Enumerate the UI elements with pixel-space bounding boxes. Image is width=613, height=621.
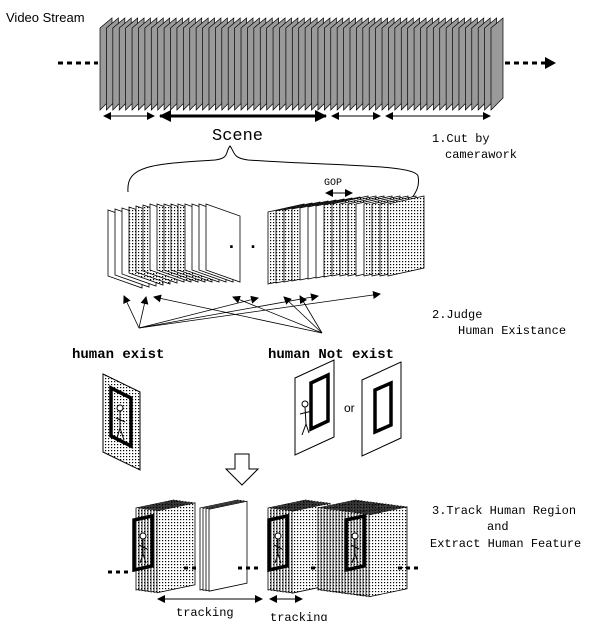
tracking-label-1: tracking bbox=[176, 606, 234, 620]
step1-line1: 1.Cut by bbox=[432, 132, 490, 146]
step3-line2: and bbox=[487, 520, 509, 534]
down-arrow bbox=[226, 454, 258, 485]
human-not-exist-label: human Not exist bbox=[268, 347, 394, 363]
or-label: or bbox=[344, 401, 355, 415]
tracking-frame bbox=[209, 501, 247, 591]
scene-brace bbox=[128, 146, 419, 198]
human-exist-label: human exist bbox=[72, 347, 164, 363]
video-stream bbox=[100, 18, 503, 110]
stream-frame bbox=[491, 18, 503, 110]
scene-label: Scene bbox=[212, 127, 263, 146]
human-not-exist-frame-a bbox=[295, 360, 334, 455]
tracking-frame bbox=[157, 503, 195, 593]
scene-frames-group-2 bbox=[268, 196, 424, 284]
human-not-exist-frame-b bbox=[362, 362, 401, 456]
human-exist-frame bbox=[103, 374, 140, 470]
judge-arrows bbox=[124, 294, 380, 333]
person-figure bbox=[275, 533, 281, 539]
scene-frame bbox=[388, 196, 424, 276]
tracking-frame bbox=[369, 507, 407, 597]
step3-line3: Extract Human Feature bbox=[430, 537, 581, 551]
step2-line2: Human Existance bbox=[458, 324, 566, 338]
person-figure bbox=[352, 533, 358, 539]
stream-label: Video Stream bbox=[6, 10, 85, 25]
person-figure bbox=[140, 533, 146, 539]
tracking-label-2: tracking bbox=[270, 611, 328, 621]
scene-frames-group-1 bbox=[108, 204, 240, 288]
tracking-stack-2 bbox=[200, 500, 247, 591]
step1-line2: camerawork bbox=[445, 148, 517, 162]
tracking-stack-1 bbox=[134, 500, 195, 593]
stream-arrowhead bbox=[545, 57, 556, 69]
gop-label: GOP bbox=[324, 178, 342, 189]
step2-line1: 2.Judge bbox=[432, 308, 482, 322]
step3-line1: 3.Track Human Region bbox=[432, 504, 576, 518]
tracking-stack-4 bbox=[318, 500, 407, 597]
